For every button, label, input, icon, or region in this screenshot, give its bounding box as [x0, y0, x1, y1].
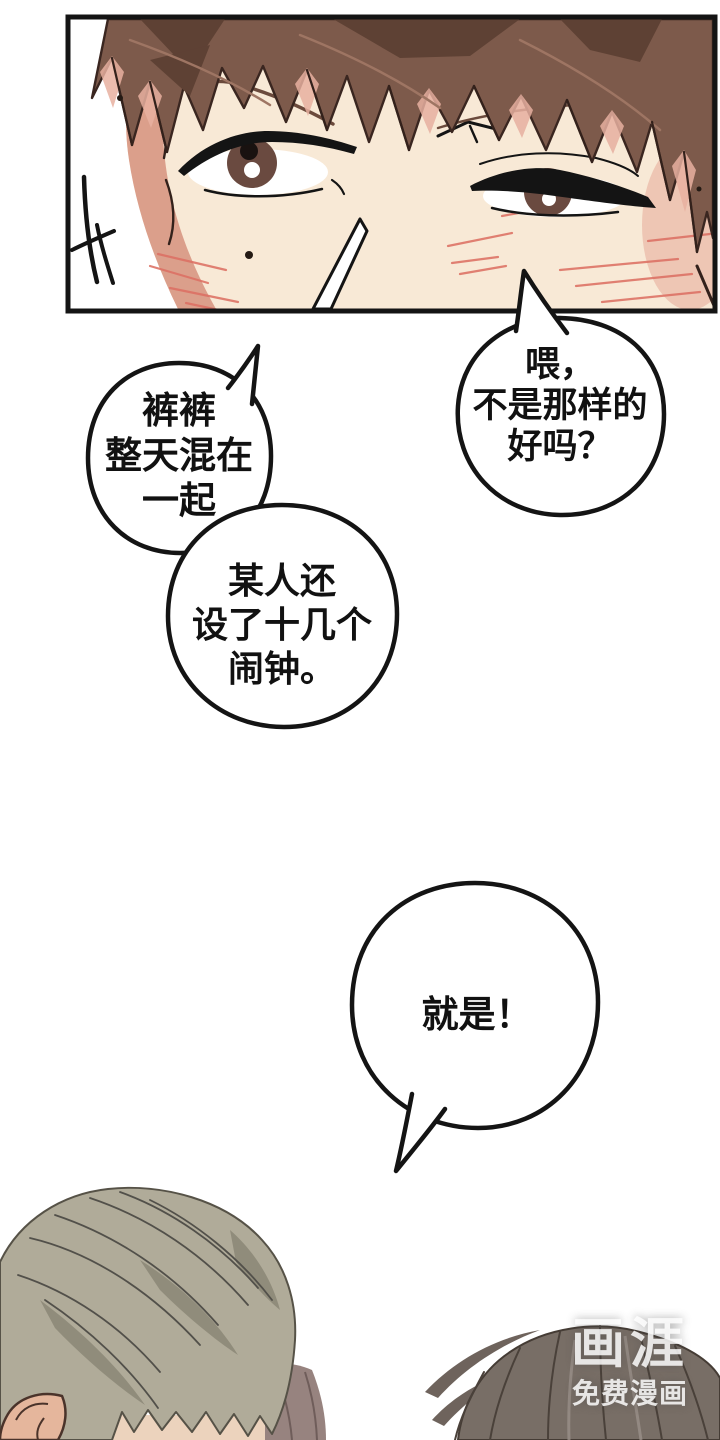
annoyance-doodle [70, 174, 116, 285]
bubble-line: 就是！ [421, 994, 533, 1035]
moles [117, 95, 702, 259]
watermark-subtitle: 免费漫画 [571, 1378, 688, 1409]
dark-hair-head [425, 1325, 720, 1440]
left-eye [178, 131, 357, 198]
bubble-line: 设了十几个 [191, 604, 372, 645]
hairline-blush-gaps [100, 56, 696, 212]
blush-scratch-marks [148, 165, 713, 309]
dark-hair-strands [454, 1325, 709, 1440]
panel-frame [65, 14, 718, 314]
bubble-line: 一起 [142, 480, 216, 521]
khaki-hair-shading [40, 1230, 280, 1405]
bubble-text-center: 就是！ [377, 993, 577, 1037]
bubble-line: 某人还 [227, 560, 336, 601]
speech-bubble-right [455, 268, 667, 518]
ear [0, 1392, 67, 1440]
grin-teeth [311, 217, 369, 309]
bubble-line: 闹钟。 [227, 648, 336, 689]
right-eye [470, 152, 656, 217]
speech-bubble-left-top [85, 343, 274, 556]
khaki-hair-head [0, 1186, 297, 1440]
bubble-text-left-bottom: 某人还 设了十几个 闹钟。 [162, 559, 402, 691]
bubble-line: 裤裤 [142, 390, 216, 431]
speech-bubble-left-bottom [165, 502, 400, 730]
speech-bubble-center [349, 880, 601, 1174]
hair-highlights [128, 33, 662, 132]
hair-shadow-patches [140, 19, 662, 96]
jaw-line [695, 264, 713, 308]
watermark-logo: 画涯 [571, 1314, 689, 1374]
bubble-text-right: 喂， 不是那样的 好吗？ [452, 344, 668, 467]
bubble-text-left-top: 裤裤 整天混在 一起 [69, 388, 289, 523]
bubble-line: 好吗？ [507, 427, 613, 466]
bubble-line: 整天混在 [105, 435, 253, 476]
hair-lock-lines [110, 56, 699, 254]
bubble-line: 不是那样的 [472, 386, 648, 425]
hair [90, 19, 713, 254]
bubble-line: 喂， [524, 345, 595, 384]
brow-furrow-marks [436, 120, 502, 144]
khaki-hair-strands [17, 1191, 273, 1409]
panel-face-closeup [65, 14, 718, 314]
